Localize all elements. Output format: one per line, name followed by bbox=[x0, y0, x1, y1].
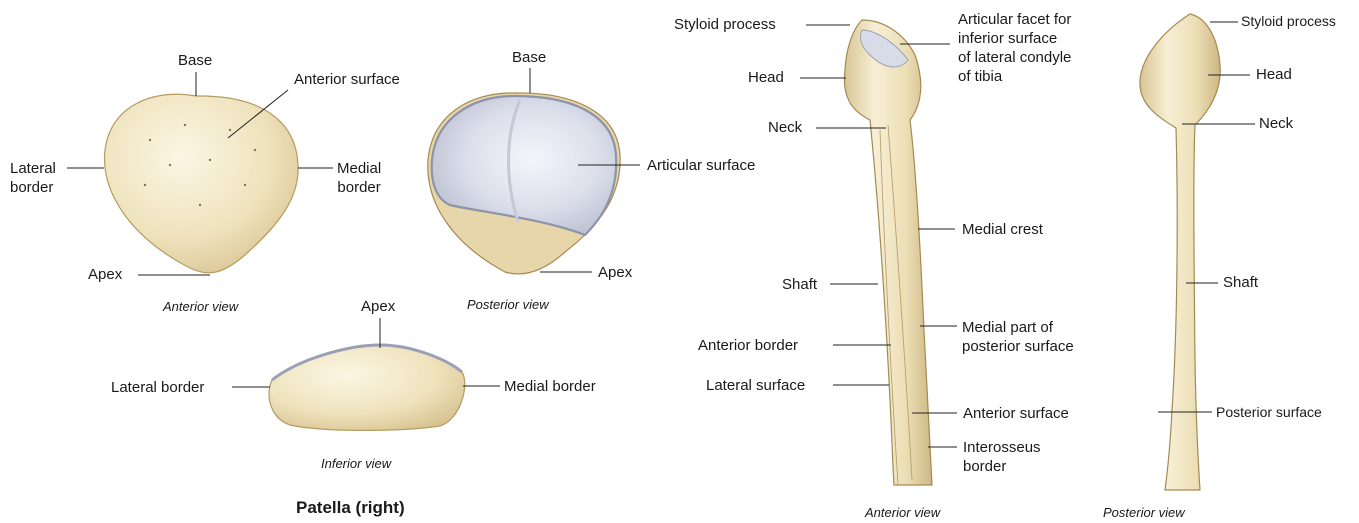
patella-figure-title: Patella (right) bbox=[296, 498, 405, 518]
patella-anterior-bone bbox=[105, 94, 299, 273]
fibula-ant-lateral-surface-label: Lateral surface bbox=[706, 376, 805, 395]
fibula-posterior-bone bbox=[1140, 14, 1220, 490]
patella-ant-base-label: Base bbox=[178, 51, 212, 70]
fibula-ant-head-label: Head bbox=[748, 68, 784, 87]
patella-ant-apex-label: Apex bbox=[88, 265, 122, 284]
patella-inferior-view-caption: Inferior view bbox=[321, 456, 391, 471]
patella-posterior-view-caption: Posterior view bbox=[467, 297, 549, 312]
fibula-post-neck-label: Neck bbox=[1259, 114, 1293, 133]
fibula-posterior-view-caption: Posterior view bbox=[1103, 505, 1185, 520]
fibula-ant-interosseus-label: Interosseus border bbox=[963, 438, 1041, 476]
fibula-post-posterior-surface-label: Posterior surface bbox=[1216, 403, 1322, 422]
patella-inf-apex-label: Apex bbox=[361, 297, 395, 316]
fibula-ant-articular-facet-label: Articular facet for inferior surface of … bbox=[958, 10, 1071, 86]
fibula-ant-medial-posterior-label: Medial part of posterior surface bbox=[962, 318, 1074, 356]
fibula-ant-medial-crest-label: Medial crest bbox=[962, 220, 1043, 239]
patella-post-articular-surface-label: Articular surface bbox=[647, 156, 755, 175]
patella-inf-medial-border-label: Medial border bbox=[504, 377, 596, 396]
patella-post-apex-label: Apex bbox=[598, 263, 632, 282]
fibula-anterior-bone bbox=[844, 20, 932, 485]
fibula-ant-styloid-label: Styloid process bbox=[674, 15, 776, 34]
fibula-anterior-view-caption: Anterior view bbox=[865, 505, 940, 520]
patella-ant-lateral-border-label: Lateral border bbox=[10, 159, 56, 197]
fibula-ant-shaft-label: Shaft bbox=[782, 275, 817, 294]
fibula-post-shaft-label: Shaft bbox=[1223, 273, 1258, 292]
fibula-post-head-label: Head bbox=[1256, 65, 1292, 84]
fibula-ant-neck-label: Neck bbox=[768, 118, 802, 137]
fibula-post-styloid-label: Styloid process bbox=[1241, 12, 1336, 31]
patella-anterior-view-caption: Anterior view bbox=[163, 299, 238, 314]
fibula-ant-anterior-border-label: Anterior border bbox=[698, 336, 798, 355]
patella-post-base-label: Base bbox=[512, 48, 546, 67]
fibula-ant-anterior-surface-label: Anterior surface bbox=[963, 404, 1069, 423]
patella-inf-lateral-border-label: Lateral border bbox=[111, 378, 204, 397]
patella-ant-medial-border-label: Medial border bbox=[337, 159, 381, 197]
patella-ant-anterior-surface-label: Anterior surface bbox=[294, 70, 400, 89]
